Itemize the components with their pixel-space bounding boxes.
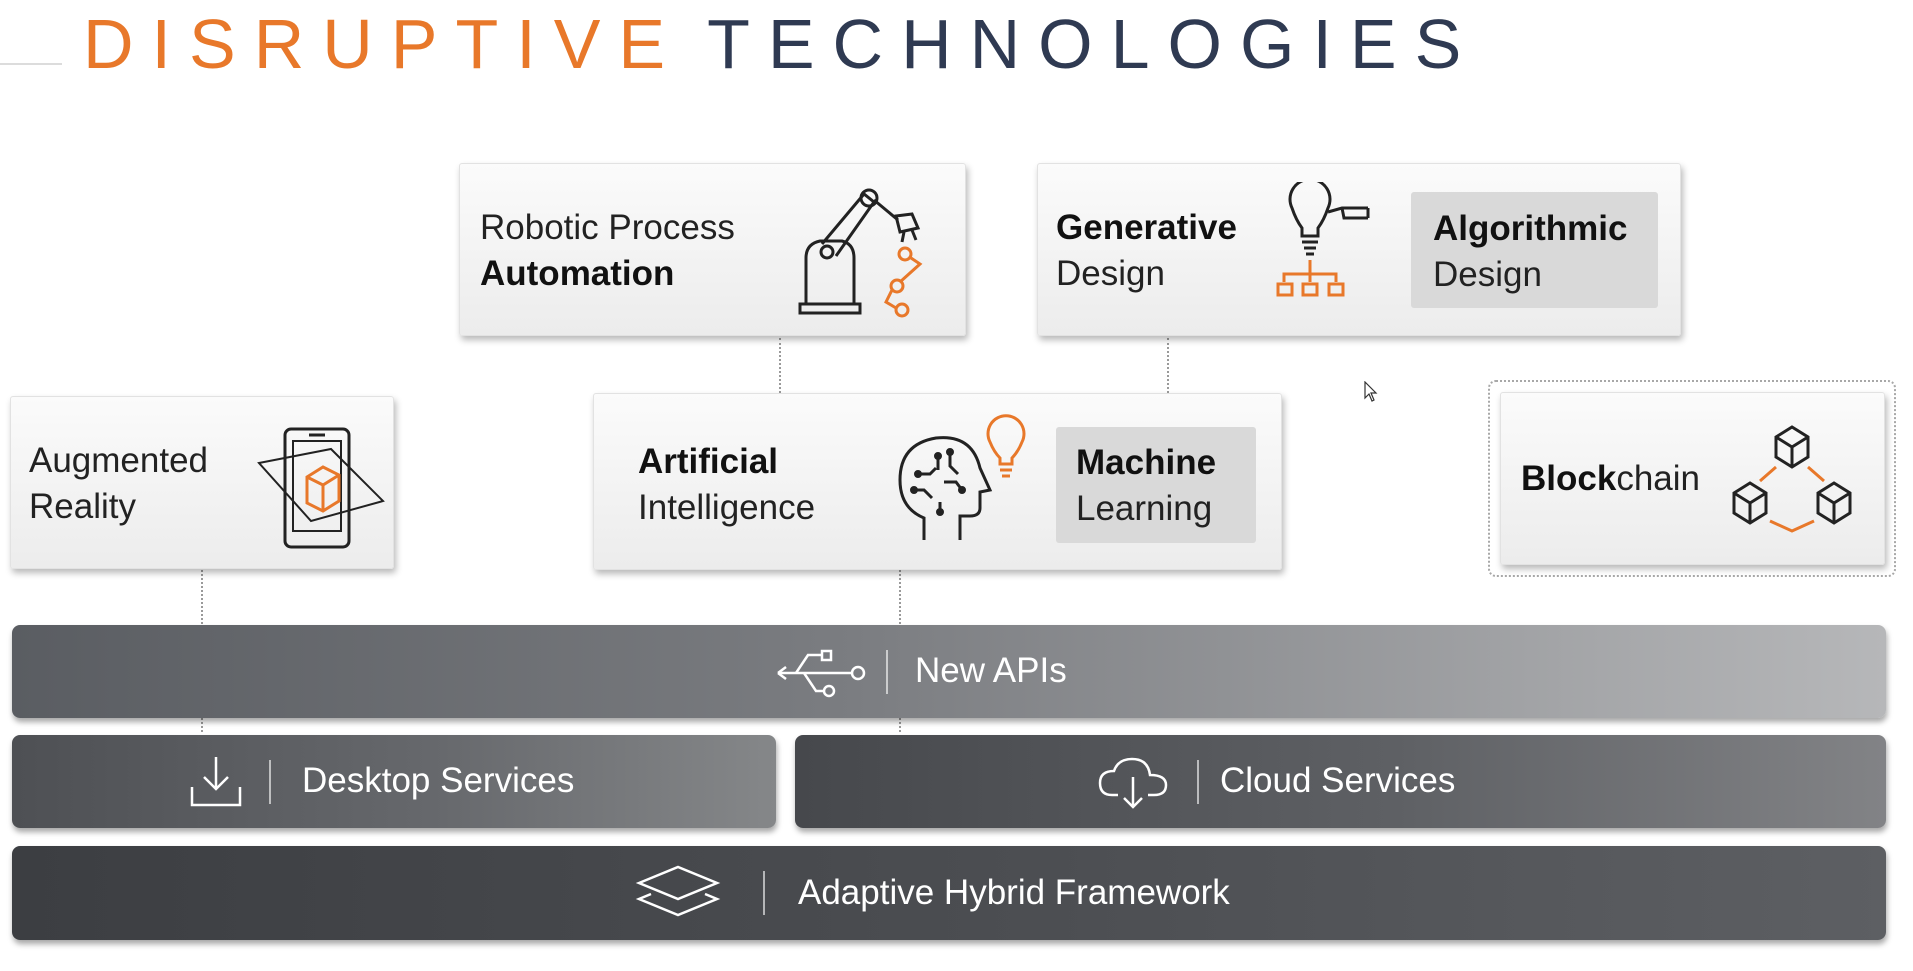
title-main: TECHNOLOGIES: [707, 5, 1480, 83]
lightbulb-hierarchy-icon: [1276, 182, 1370, 297]
phone-ar-cube-icon: [257, 427, 385, 549]
connector-rpa-ai: [779, 338, 781, 393]
layers-icon: [635, 865, 721, 917]
framework-separator: [763, 871, 765, 915]
cloud-download-icon: [1098, 757, 1168, 809]
page-title: DISRUPTIVE TECHNOLOGIES: [83, 2, 1479, 86]
blockchain-outline: [1488, 380, 1896, 577]
desktop-services-label: Desktop Services: [302, 761, 575, 800]
blockchain-cubes-icon: [1732, 425, 1852, 533]
connector-generative-ai: [1167, 338, 1169, 393]
cloud-separator: [1197, 760, 1199, 804]
bar-adaptive-hybrid-framework: Adaptive Hybrid Framework: [12, 846, 1886, 940]
mouse-cursor-icon: [1364, 381, 1378, 402]
desktop-separator: [269, 760, 271, 804]
bar-desktop-services: Desktop Services: [12, 735, 776, 828]
new-apis-label: New APIs: [915, 651, 1067, 690]
title-accent: DISRUPTIVE: [83, 5, 684, 83]
cloud-services-label: Cloud Services: [1220, 761, 1456, 800]
bar-new-apis: New APIs: [12, 625, 1886, 718]
apis-separator: [886, 650, 888, 694]
title-rule: [0, 63, 62, 65]
framework-label: Adaptive Hybrid Framework: [798, 873, 1230, 912]
bar-cloud-services: Cloud Services: [795, 735, 1886, 828]
robot-arm-icon: [798, 188, 923, 318]
blockchain-label: Blockchain: [1521, 459, 1700, 498]
brain-circuit-icon: [898, 414, 1026, 540]
download-icon: [190, 757, 242, 807]
usb-icon: [777, 649, 866, 698]
card-blockchain: Blockchain: [1500, 392, 1885, 565]
